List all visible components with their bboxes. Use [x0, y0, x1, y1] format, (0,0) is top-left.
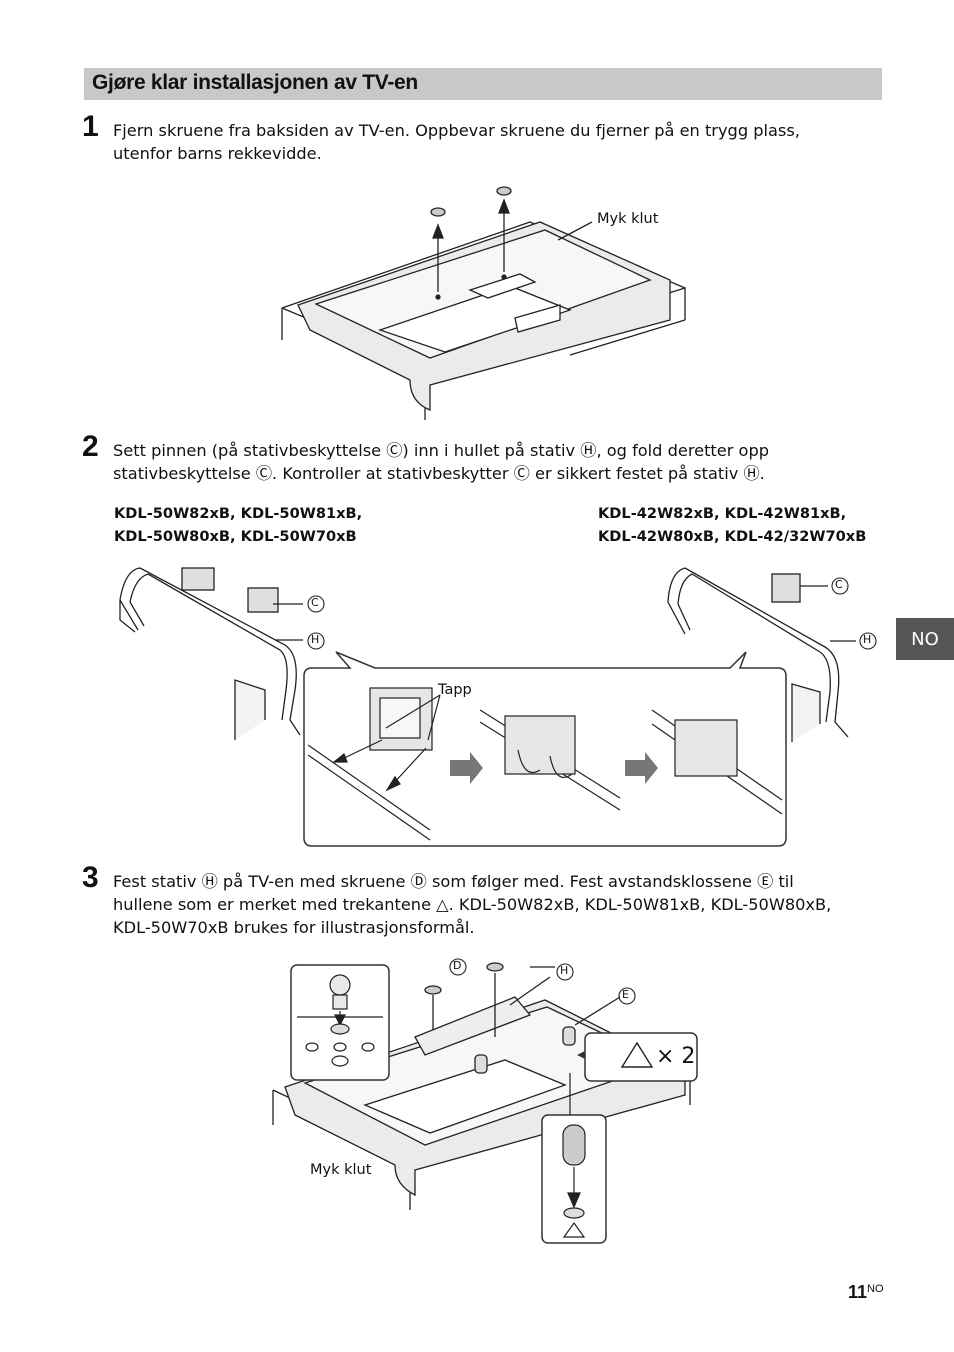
step-1-text: Fjern skruene fra baksiden av TV-en. Opp…	[113, 121, 800, 163]
step-2-number: 2	[82, 430, 99, 463]
figure-2-stand-left	[119, 567, 301, 740]
step-1-number: 1	[82, 110, 99, 143]
figure-1-cloth-label: Myk klut	[597, 211, 659, 227]
label-e: E	[622, 988, 629, 1001]
models-left: KDL-50W82xB, KDL-50W81xB, KDL-50W80xB, K…	[114, 505, 363, 545]
label-c-right: C	[835, 578, 843, 591]
label-d: D	[453, 959, 462, 972]
label-h-left: H	[311, 633, 320, 646]
figure-3-illustration	[272, 958, 698, 1244]
label-h-fig3: H	[560, 964, 569, 977]
figure-2-stand-right	[667, 567, 849, 742]
count-label: × 2	[656, 1044, 696, 1069]
figure-2-callout	[303, 651, 787, 847]
language-tab: NO	[896, 618, 954, 660]
figure-3-cloth-label: Myk klut	[310, 1162, 372, 1178]
page-number: 11NO	[848, 1282, 884, 1302]
models-right: KDL-42W82xB, KDL-42W81xB, KDL-42W80xB, K…	[598, 505, 867, 545]
section-header-bar	[84, 68, 882, 100]
page-number-suffix: NO	[867, 1283, 884, 1295]
figure-1-illustration	[281, 186, 686, 420]
section-title: Gjøre klar installasjonen av TV-en	[92, 71, 418, 94]
label-c-left: C	[311, 596, 319, 609]
step-3-number: 3	[82, 861, 99, 894]
step-3-text: Fest stativ Ⓗ på TV-en med skruene Ⓓ som…	[113, 872, 832, 937]
step-2-text: Sett pinnen (på stativbeskyttelse Ⓒ) inn…	[113, 441, 769, 483]
label-h-right: H	[863, 633, 872, 646]
tab-label: Tapp	[438, 682, 472, 698]
